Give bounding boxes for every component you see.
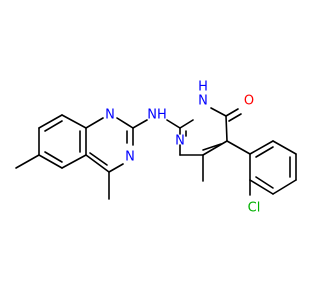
structure-canvas: N N NH N H N O Cl [15,80,297,216]
atom-label-nh: NH [147,108,167,123]
bond [226,140,251,155]
atom-label-o: O [244,94,254,109]
bond [210,107,227,117]
bond [132,119,148,129]
atom-label-cl: Cl [248,201,261,216]
bond [202,143,222,151]
bond [166,119,181,129]
bond [85,117,104,129]
bond [225,108,239,117]
bond [255,176,274,189]
bond [272,179,297,195]
bond [228,113,242,122]
bond [116,117,134,129]
atom-label-layer: N N NH N H N O Cl [105,80,260,216]
atom-label-n: N [198,94,208,109]
chemical-structure-diagram: N N NH N H N O Cl [15,80,297,216]
atom-label-n: N [105,108,115,123]
bond [108,163,124,173]
bond [38,154,63,169]
bond [15,154,40,169]
bond [249,140,274,155]
bond [61,154,87,169]
atom-label-h: H [198,80,208,95]
bond [85,154,110,173]
bond [249,179,274,195]
bond [179,119,194,129]
atom-label-n: N [175,134,185,149]
bond [38,114,63,129]
bond [61,114,87,129]
bond [89,152,108,166]
bond [255,146,274,158]
bond [44,151,63,163]
bond [272,140,297,155]
bond [202,140,228,156]
atom-label-n: N [125,150,135,165]
bond [225,115,228,142]
bond [44,120,63,132]
bond-layer [15,107,297,200]
